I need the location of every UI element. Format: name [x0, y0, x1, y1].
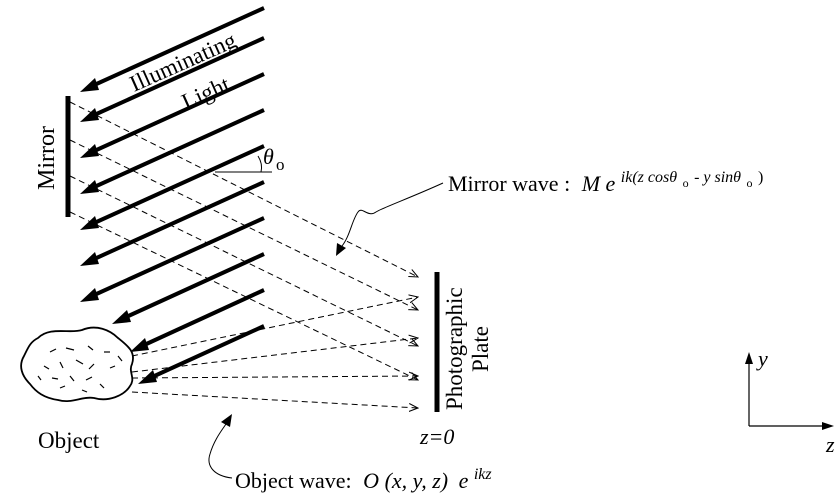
mirror-wave-equation: Mirror wave : M e ik(z cosθ o - y sinθ o… — [448, 162, 763, 196]
mirror-wave-ray — [69, 139, 418, 310]
light-ray — [123, 252, 265, 320]
mirror-wave-sub2: o — [747, 176, 753, 190]
mirror-wave-M: M — [581, 171, 602, 196]
z-axis-label: z — [825, 432, 835, 457]
angle-arc — [257, 155, 263, 173]
mirror-wave-e: e — [606, 171, 616, 196]
light-ray-arrowhead — [80, 108, 99, 122]
z-axis-arrowhead — [822, 422, 834, 430]
object-wave-pointer — [208, 423, 233, 479]
mirror-wave-label: Mirror wave : — [448, 171, 570, 196]
light-ray — [91, 144, 265, 226]
y-axis-arrowhead — [745, 352, 753, 364]
light-ray — [141, 288, 265, 348]
light-ray-arrowhead — [80, 288, 99, 302]
object-wave-label: Object wave: — [235, 468, 352, 493]
object-wave-equation: Object wave: O (x, y, z) e ikz — [235, 466, 492, 493]
mirror-wave-sub1: o — [683, 176, 689, 190]
object-wave-ray — [131, 297, 418, 357]
mirror-wave-pointer — [341, 182, 444, 247]
light-ray — [91, 6, 265, 88]
mirror-wave-ray — [69, 211, 418, 380]
light-ray-arrowhead — [80, 144, 99, 158]
object-label: Object — [38, 428, 100, 453]
y-axis-label: y — [756, 346, 768, 371]
photographic-label: Photographic — [442, 287, 467, 410]
object-wave-ray — [131, 391, 418, 408]
mirror-wave-rays — [69, 101, 418, 380]
light-ray — [91, 216, 265, 298]
mirror-wave-close: ) — [758, 169, 763, 186]
mirror-label: Mirror — [34, 126, 60, 190]
light-ray-arrowhead — [112, 310, 131, 324]
object-shape — [20, 326, 134, 402]
light-ray-arrowhead — [80, 78, 99, 92]
object-wave-ray — [131, 376, 418, 378]
mirror-wave-ray — [69, 101, 418, 277]
mirror-wave-exponent: ik(z cosθ — [621, 169, 677, 186]
light-label: Light — [178, 71, 234, 114]
mirror-wave-ray — [69, 175, 418, 346]
light-ray-arrowhead — [130, 338, 149, 352]
light-ray-arrowhead — [80, 216, 99, 230]
theta-label: θ — [263, 144, 274, 169]
plate-label: Plate — [468, 326, 493, 372]
object-wave-rays — [131, 297, 418, 408]
mirror-wave-mid: - y sinθ — [694, 169, 741, 186]
light-ray-arrowhead — [138, 370, 157, 384]
object-wave-ray — [131, 338, 418, 373]
theta-subscript: o — [276, 155, 285, 174]
light-ray — [91, 108, 265, 190]
mirror-wave-pointer-head — [336, 243, 346, 256]
light-ray — [91, 180, 265, 262]
z0-label: z=0 — [419, 424, 454, 449]
light-ray-arrowhead — [80, 180, 99, 194]
object-wave-O: O — [363, 468, 379, 493]
light-ray — [91, 72, 265, 154]
illuminating-light-rays — [80, 6, 265, 384]
object-wave-e: e — [459, 468, 469, 493]
object-wave-exponent: ikz — [474, 466, 493, 483]
light-ray-arrowhead — [80, 252, 99, 266]
coordinate-axes: y z — [745, 346, 835, 457]
object-wave-args: (x, y, z) — [385, 468, 449, 493]
object-wave-pointer-head — [221, 414, 232, 427]
light-ray — [91, 36, 265, 118]
light-ray — [149, 324, 265, 380]
